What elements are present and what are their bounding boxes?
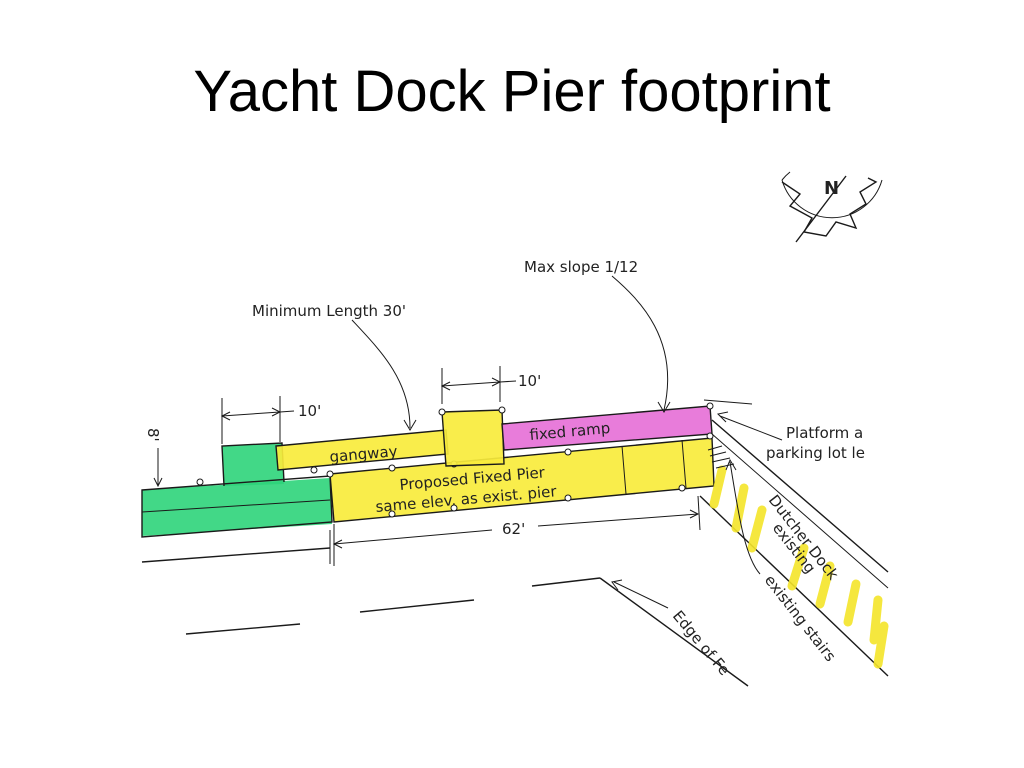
dimension-10-upper-label: 10'	[518, 372, 541, 390]
dimension-10-upper	[440, 366, 517, 404]
dimension-10-lower	[220, 396, 295, 444]
max-slope-label: Max slope 1/12	[524, 258, 638, 276]
min-length-label: Minimum Length 30'	[252, 302, 406, 320]
dimension-8	[153, 448, 163, 488]
gangway-label: gangway	[329, 442, 399, 466]
edge-lines	[141, 547, 749, 687]
dimension-62-label: 62'	[502, 520, 525, 538]
north-label: N	[824, 178, 839, 199]
platform-label-1: Platform a	[786, 424, 863, 442]
platform-label-2: parking lot le	[766, 444, 865, 462]
dimension-10-lower-label: 10'	[298, 402, 321, 420]
slide-title: Yacht Dock Pier footprint	[193, 59, 831, 124]
leader-lines	[351, 275, 783, 609]
edge-of-label: Edge of Fe	[669, 607, 733, 679]
dimension-62	[329, 495, 701, 566]
landing-block	[438, 406, 506, 467]
dutcher-dock	[699, 399, 889, 677]
north-arrow-icon: N	[781, 171, 883, 243]
stairs-icon	[707, 445, 735, 469]
dimension-8-label: 8'	[144, 428, 162, 442]
